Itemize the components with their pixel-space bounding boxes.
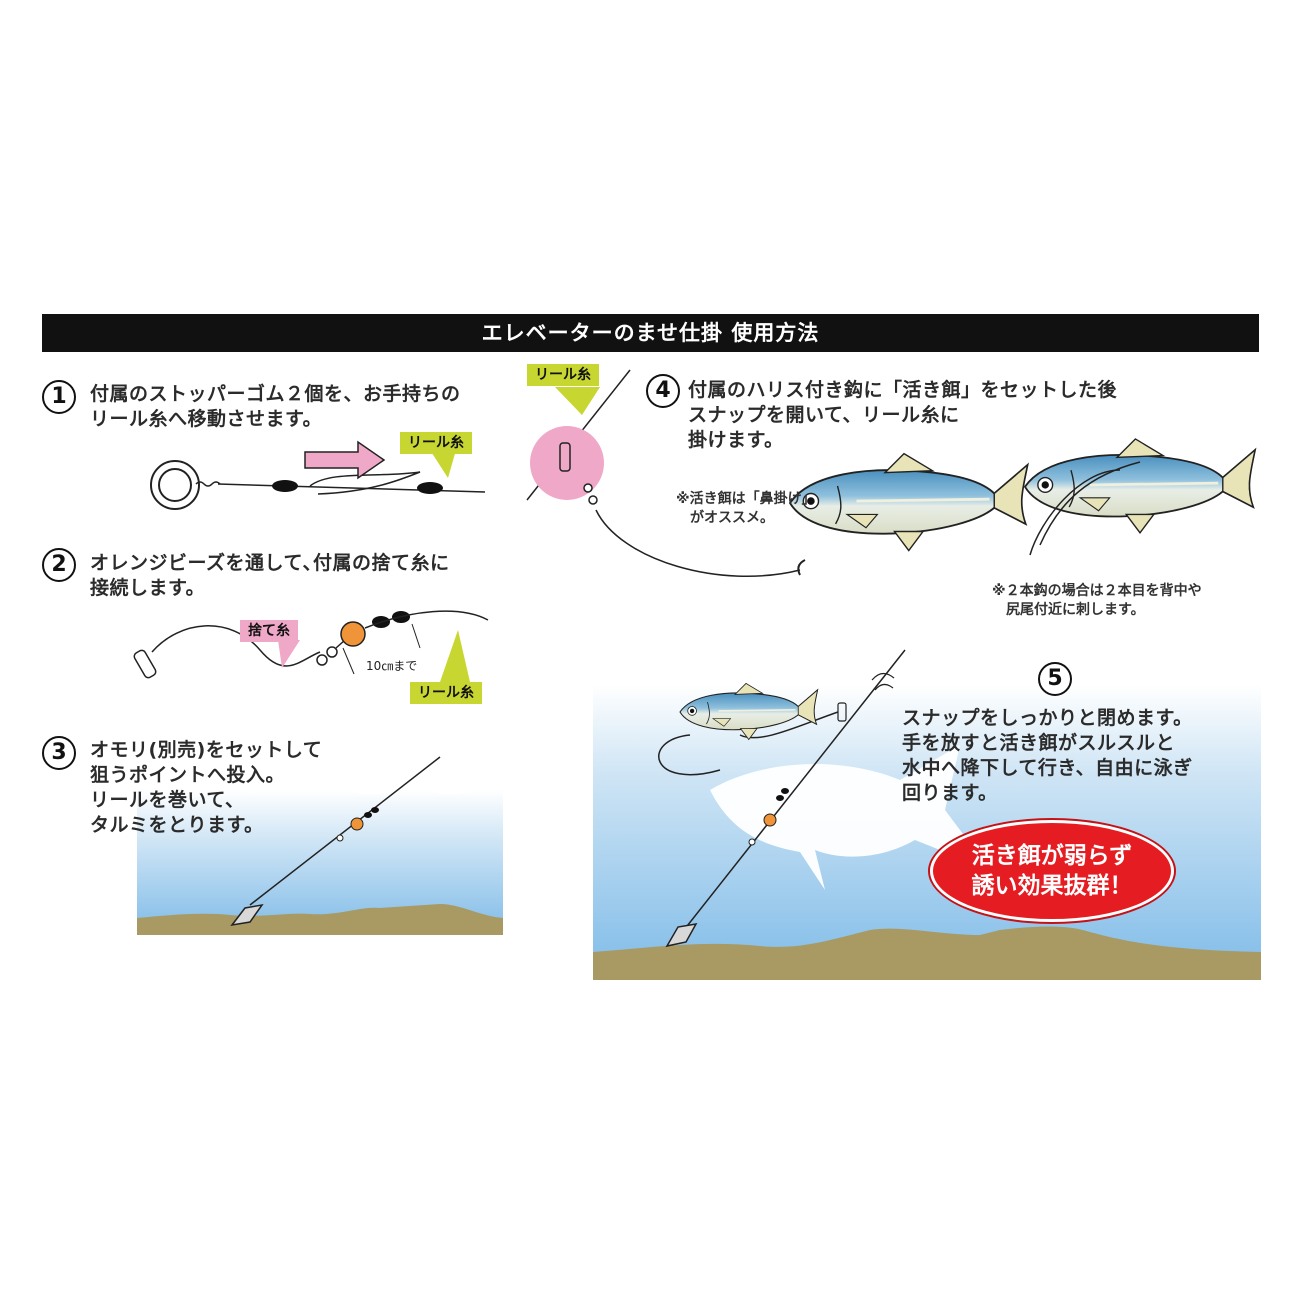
step4-snap-inset [526,369,801,577]
fish-nose-hook [788,452,1029,576]
ten-cm-label: 10㎝まで [366,659,418,673]
step4-text: 付属のハリス付き鈎に「活き餌」をセットした後 スナップを開いて、リール糸に 掛け… [688,379,1118,451]
step-number-1: 1 [42,380,76,414]
step3-text: オモリ(別売)をセットして 狙うポイントへ投入。 リールを巻いて、 タルミをとり… [90,739,323,836]
two-hooks-note: ※２本鈎の場合は２本目を背中や 尻尾付近に刺します。 [992,583,1202,618]
step1-diagram [150,440,486,510]
step2-diagram [133,610,489,682]
sute-line-tag: 捨て糸 [240,620,298,642]
step-number-2: 2 [42,548,76,582]
step-number-4: 4 [646,374,680,408]
page-title: エレベーターのませ仕掛 使用方法 [42,314,1259,352]
step3-scene [137,756,504,935]
reel-line-tag-step2: リール糸 [410,682,482,704]
fish-two-hooks [1023,437,1257,556]
step5-scene [593,649,1261,980]
step-number-3: 3 [42,736,76,770]
reel-line-tag-step4: リール糸 [527,364,599,386]
benefit-callout: 活き餌が弱らず 誘い効果抜群！ [930,820,1174,922]
step2-text: オレンジビーズを通して､付属の捨て糸に 接続します。 [90,552,450,599]
nose-hook-note: ※活き餌は「鼻掛け」 がオススメ。 [676,491,816,526]
step5-text: スナップをしっかりと閉めます。 手を放すと活き餌がスルスルと 水中へ降下して行き… [902,707,1193,804]
move-arrow [304,440,386,480]
callout-line1: 活き餌が弱らず [971,843,1133,869]
step1-text: 付属のストッパーゴム２個を、お手持ちの リール糸へ移動させます。 [90,383,461,430]
reel-line-tag-step1: リール糸 [400,432,472,454]
step-number-5: 5 [1038,662,1072,696]
callout-line2: 誘い効果抜群！ [971,873,1133,899]
